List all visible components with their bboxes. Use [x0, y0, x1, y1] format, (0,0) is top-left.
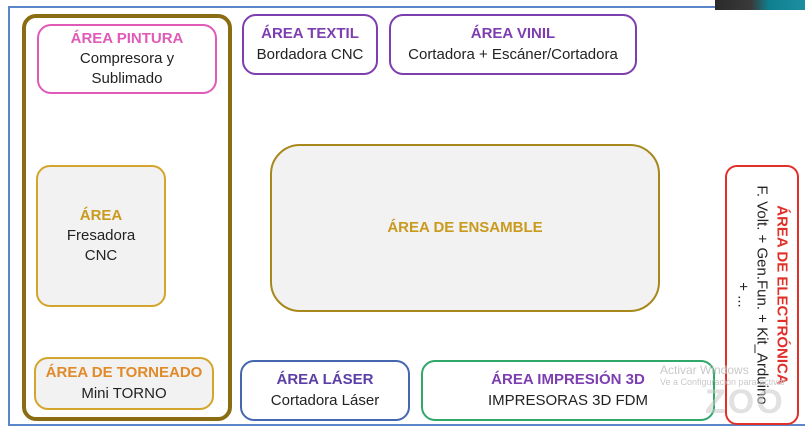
area-fresadora-line2: CNC	[84, 247, 118, 265]
area-fresadora-line1: Fresadora	[66, 226, 136, 244]
area-textil-title: ÁREA TEXTIL	[261, 25, 359, 43]
area-pintura-line2: Sublimado	[91, 70, 163, 88]
area-impresion-line1: IMPRESORAS 3D FDM	[487, 391, 649, 409]
area-vinil-title: ÁREA VINIL	[470, 25, 556, 43]
area-ensamble-title: ÁREA DE ENSAMBLE	[387, 218, 543, 236]
activate-windows-text: Activar Windows	[660, 363, 749, 377]
activate-windows-watermark: Activar Windows Ve a Configuración para …	[660, 363, 786, 388]
activate-windows-subtext: Ve a Configuración para activar	[660, 377, 786, 388]
area-textil: ÁREA TEXTIL Bordadora CNC	[242, 14, 378, 75]
area-laser: ÁREA LÁSER Cortadora Láser	[240, 360, 410, 421]
area-fresadora-title: ÁREA	[79, 206, 123, 224]
area-laser-title: ÁREA LÁSER	[276, 371, 374, 389]
area-fresadora: ÁREA Fresadora CNC	[36, 165, 166, 307]
area-ensamble: ÁREA DE ENSAMBLE	[270, 144, 660, 312]
area-torneado-line1: Mini TORNO	[81, 384, 167, 402]
area-electronica: ÁREA DE ELECTRÓNICA F. Volt. + Gen.Fun. …	[725, 165, 799, 425]
area-vinil-line1: Cortadora + Escáner/Cortadora	[408, 45, 618, 63]
video-thumbnail	[715, 0, 805, 10]
area-pintura-title: ÁREA PINTURA	[70, 29, 184, 47]
area-textil-line1: Bordadora CNC	[256, 45, 364, 63]
left-group-outline	[22, 14, 232, 421]
area-laser-line1: Cortadora Láser	[270, 391, 380, 409]
area-pintura-line1: Compresora y	[79, 49, 175, 67]
area-torneado: ÁREA DE TORNEADO Mini TORNO	[34, 357, 214, 410]
area-pintura: ÁREA PINTURA Compresora y Sublimado	[37, 24, 217, 94]
area-vinil: ÁREA VINIL Cortadora + Escáner/Cortadora	[389, 14, 637, 75]
area-impresion-3d: ÁREA IMPRESIÓN 3D IMPRESORAS 3D FDM	[421, 360, 715, 421]
area-impresion-title: ÁREA IMPRESIÓN 3D	[491, 371, 645, 389]
zoom-logo-watermark: ZOO	[705, 383, 785, 421]
area-torneado-title: ÁREA DE TORNEADO	[45, 364, 203, 382]
